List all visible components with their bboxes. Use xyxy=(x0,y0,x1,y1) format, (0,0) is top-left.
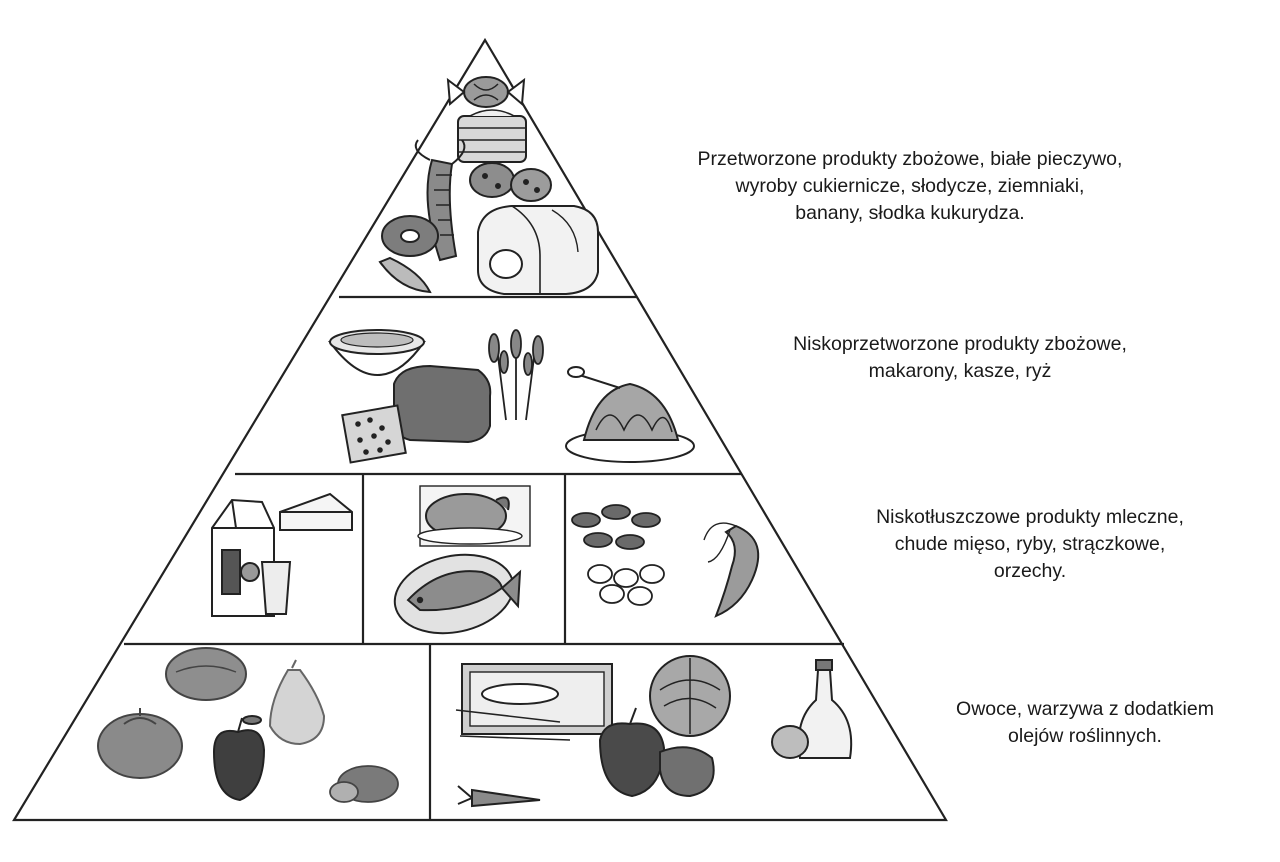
tier-4-line-2: olejów roślinnych. xyxy=(900,723,1270,750)
roast-chicken-icon xyxy=(418,486,530,546)
tier-1-label: Przetworzone produkty zbożowe, białe pie… xyxy=(640,146,1180,227)
cheese-icon xyxy=(280,494,352,530)
tier-4-label: Owoce, warzywa z dodatkiem olejów roślin… xyxy=(900,696,1270,750)
tier-3-line-1: Niskotłuszczowe produkty mleczne, xyxy=(800,504,1260,531)
tier-2-illustrations xyxy=(330,330,694,462)
plum-icon xyxy=(330,766,398,802)
tier-2-line-1: Niskoprzetworzone produkty zbożowe, xyxy=(700,331,1220,358)
glass-icon xyxy=(262,562,290,614)
pear-icon xyxy=(270,660,324,744)
shrimp-icon xyxy=(704,523,758,616)
tier-3-line-3: orzechy. xyxy=(800,558,1260,585)
tier-3-illustrations xyxy=(212,486,758,644)
tier-1-line-1: Przetworzone produkty zbożowe, białe pie… xyxy=(640,146,1180,173)
tomato-icon xyxy=(98,708,182,778)
tier-1-illustrations xyxy=(380,77,598,294)
wholegrain-bread-icon xyxy=(342,366,490,462)
tier-1-line-3: banany, słodka kukurydza. xyxy=(640,200,1180,227)
legumes-icon xyxy=(572,505,664,605)
bagel-icon xyxy=(380,216,438,292)
tier-2-line-2: makarony, kasze, ryż xyxy=(700,358,1220,385)
pasta-plate-icon xyxy=(566,367,694,462)
orange-icon xyxy=(166,648,246,700)
tier-2-label: Niskoprzetworzone produkty zbożowe, maka… xyxy=(700,331,1220,385)
tier-3-line-2: chude mięso, ryby, strączkowe, xyxy=(800,531,1260,558)
tier-3-label: Niskotłuszczowe produkty mleczne, chude … xyxy=(800,504,1260,585)
white-bread-icon xyxy=(478,206,598,294)
oil-bottle-icon xyxy=(772,660,851,758)
tier-4-illustrations xyxy=(98,648,851,806)
vegetable-tray-icon xyxy=(456,664,612,740)
wheat-icon xyxy=(489,330,543,420)
cabbage-icon xyxy=(650,656,730,736)
tier-1-line-2: wyroby cukiernicze, słodycze, ziemniaki, xyxy=(640,173,1180,200)
potatoes-icon xyxy=(470,163,551,201)
tier-4-line-1: Owoce, warzywa z dodatkiem xyxy=(900,696,1270,723)
fish-icon xyxy=(387,544,520,643)
carrot-icon xyxy=(458,786,540,806)
apple-icon xyxy=(214,716,264,800)
cake-icon xyxy=(458,110,526,162)
